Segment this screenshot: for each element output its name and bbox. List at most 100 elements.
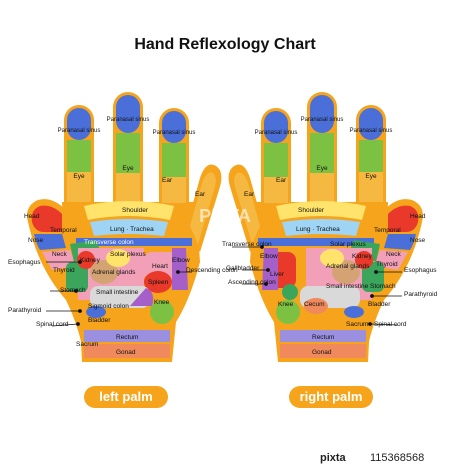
right-eye-3	[310, 133, 334, 173]
left-eye-3	[116, 133, 140, 173]
right-label-eye-3: Eye	[316, 165, 328, 172]
right-label-solar-plexus: Solar plexus	[330, 241, 367, 248]
left-label-gonad: Gonad	[116, 349, 136, 356]
right-label-ear-2: Ear	[276, 177, 287, 184]
left-sinus-2	[162, 111, 186, 143]
left-label-spleen: Spleen	[148, 279, 169, 286]
left-label-parathyroid: Parathyroid	[8, 307, 42, 314]
right-label-small-intestine: Small intestine	[326, 283, 369, 290]
left-label-stomach: Stomach	[60, 287, 86, 294]
left-head-zone	[31, 205, 62, 232]
right-head-zone	[388, 205, 419, 232]
left-label-adrenal: Adrenal glands	[92, 269, 136, 276]
right-ear-3	[310, 173, 334, 203]
right-label-transverse-colon: Transverse colon	[222, 241, 272, 248]
left-label-lung: Lung · Trachea	[110, 226, 154, 233]
left-descending-colon	[172, 248, 188, 290]
right-adrenal-zone	[332, 260, 360, 284]
left-palm	[27, 92, 222, 362]
left-ear-3	[116, 173, 140, 203]
right-label-temporal: Temporal	[374, 227, 401, 234]
right-label-neck: Neck	[386, 251, 402, 258]
left-transverse-colon	[76, 238, 192, 246]
right-label-liver: Liver	[270, 271, 285, 278]
right-gonad-zone	[280, 344, 366, 358]
right-label-sinus-2: Paranasal sinus	[255, 130, 298, 136]
right-label-bladder: Bladder	[368, 301, 391, 308]
right-label-elbow: Elbow	[260, 253, 278, 260]
left-label-elbow: Elbow	[172, 257, 190, 264]
right-gallbladder-zone	[282, 284, 298, 300]
right-rectum-zone	[280, 330, 366, 342]
left-labels: Paranasal sinus Paranasal sinus Paranasa…	[8, 117, 238, 356]
leader-lines	[46, 245, 402, 327]
chart-title: Hand Reflexology Chart	[134, 36, 316, 53]
left-ear-4	[67, 172, 91, 202]
left-label-descending-colon: Descending colon	[186, 267, 238, 274]
right-palm-caption: right palm	[289, 386, 373, 408]
right-label-nose: Nose	[410, 237, 426, 244]
left-label-ear-1: Ear	[195, 191, 206, 198]
left-bladder-zone	[86, 306, 106, 318]
left-label-eye-3: Eye	[122, 165, 134, 172]
left-label-bladder: Bladder	[88, 317, 111, 324]
right-label-stomach: Stomach	[370, 283, 396, 290]
right-label-thyroid: Thyroid	[376, 261, 398, 268]
right-lung-zone	[282, 219, 360, 236]
left-label-eye-4: Eye	[73, 173, 85, 180]
left-knee-zone	[150, 300, 174, 324]
right-label-kidney: Kidney	[352, 253, 373, 260]
right-label-lung: Lung · Trachea	[296, 226, 340, 233]
right-cecum-zone	[304, 298, 328, 314]
left-label-small-intestine: Small intestine	[96, 289, 139, 296]
right-nose-zone	[384, 234, 416, 250]
right-knee-zone	[276, 300, 300, 324]
right-label-sacrum: Sacrum	[346, 321, 368, 328]
left-thyroid-zone	[66, 262, 88, 292]
right-sinus-2	[264, 111, 288, 143]
left-spleen-zone	[144, 271, 172, 293]
right-label-knee: Knee	[278, 301, 294, 308]
right-label-rectum: Rectum	[312, 334, 334, 341]
right-label-gonad: Gonad	[312, 349, 332, 356]
right-shoulder-zone	[276, 201, 366, 220]
left-label-neck: Neck	[52, 251, 68, 258]
left-label-knee: Knee	[154, 299, 170, 306]
right-label-shoulder: Shoulder	[298, 207, 325, 214]
left-ear-1	[190, 172, 216, 244]
left-eye-4	[67, 140, 91, 172]
left-lung-zone	[90, 219, 168, 236]
left-sinus-3	[116, 95, 140, 133]
right-palm	[228, 92, 423, 362]
left-label-heart: Heart	[152, 263, 168, 270]
right-label-parathyroid: Parathyroid	[404, 291, 438, 298]
right-ear-2	[264, 177, 288, 203]
left-sinus-4	[67, 108, 91, 140]
right-ear-1	[234, 172, 260, 244]
right-label-sinus-4: Paranasal sinus	[350, 128, 393, 134]
right-kidney-zone	[355, 251, 373, 269]
left-label-temporal: Temporal	[50, 227, 77, 234]
left-sigmoid-colon	[130, 288, 154, 306]
right-transverse-colon	[258, 238, 374, 246]
left-nose-zone	[34, 234, 66, 250]
right-bladder-zone	[344, 306, 364, 318]
footer-id: 115368568	[370, 452, 425, 464]
right-thyroid-zone	[362, 262, 384, 292]
right-ascending-colon	[262, 248, 278, 290]
left-label-shoulder: Shoulder	[122, 207, 149, 214]
right-eye-2	[264, 143, 288, 177]
right-eye-4	[359, 140, 383, 172]
left-label-ear-2: Ear	[162, 177, 173, 184]
left-label-spinal-cord: Spinal cord	[36, 321, 69, 328]
left-label-nose: Nose	[28, 237, 44, 244]
right-labels: Paranasal sinus Paranasal sinus Paranasa…	[222, 117, 438, 356]
right-label-cecum: Cecum	[304, 301, 325, 308]
right-ear-4	[359, 172, 383, 202]
right-sinus-3	[310, 95, 334, 133]
right-sinus-4	[359, 108, 383, 140]
right-label-gallbladder: Gallbladder	[226, 265, 260, 272]
right-label-sinus-3: Paranasal sinus	[301, 117, 344, 123]
left-rectum-zone	[84, 330, 170, 342]
